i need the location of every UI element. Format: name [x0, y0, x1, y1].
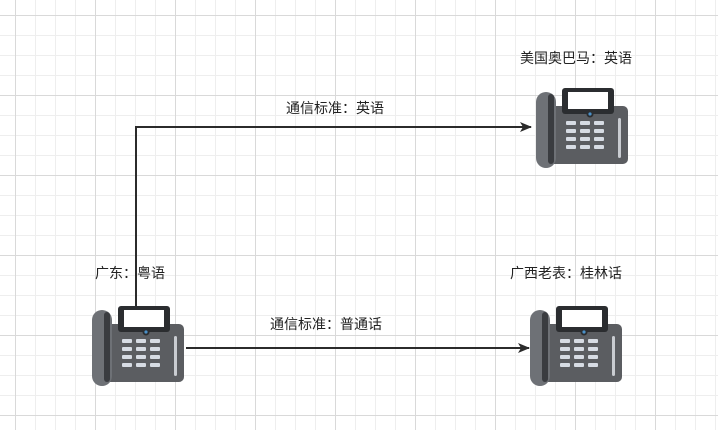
telephone-icon [530, 306, 622, 386]
edge-label-to-guangxi: 通信标准：普通话 [270, 317, 382, 333]
node-label-guangdong: 广东：粤语 [95, 266, 165, 282]
edge-label-to-obama: 通信标准：英语 [286, 101, 384, 117]
telephone-icon [92, 306, 184, 386]
telephone-icon [536, 88, 628, 168]
node-label-obama: 美国奥巴马：英语 [520, 51, 632, 67]
node-label-guangxi: 广西老表：桂林话 [510, 266, 622, 282]
edge-to-obama [135, 122, 532, 348]
